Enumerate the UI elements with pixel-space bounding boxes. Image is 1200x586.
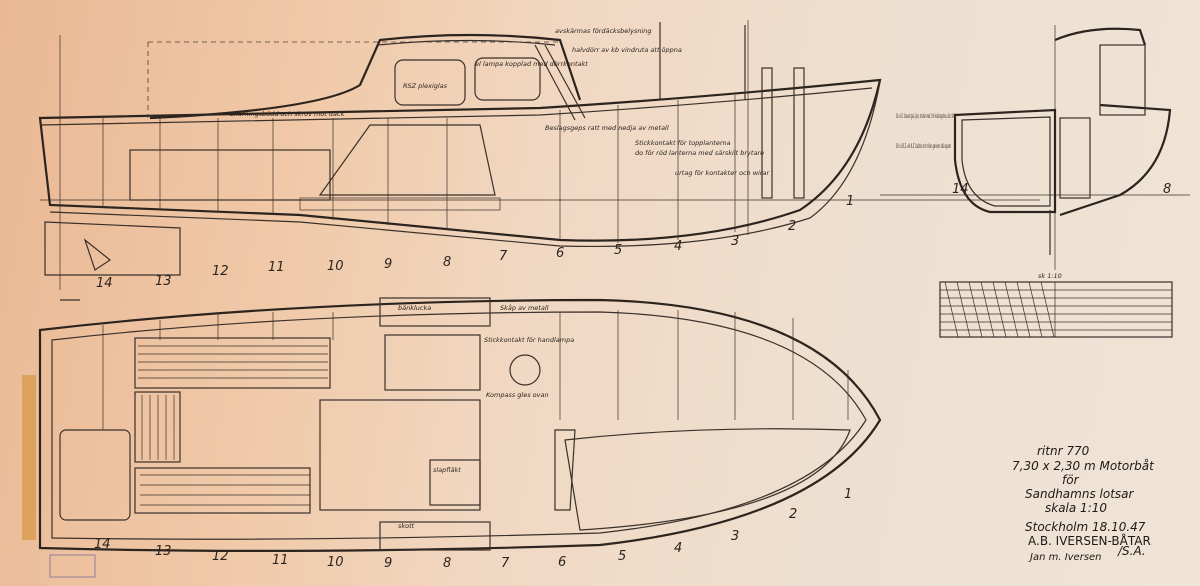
drawing-label: Skarningsbädd och skrov mot däck: [230, 110, 345, 118]
drawing-label: Jan m. Iversen: [1028, 552, 1102, 563]
section-view: [880, 25, 1190, 338]
drawing-label: skala 1:10: [1045, 501, 1107, 515]
drawing-label: 9: [384, 257, 392, 272]
drawing-label: A.B. IVERSEN-BÅTAR: [1028, 533, 1151, 548]
profile-view: [38, 20, 1040, 301]
drawing-label: skott: [398, 522, 415, 530]
drawing-label: 14: [94, 537, 111, 552]
drawing-label: 3: [731, 234, 739, 249]
drawing-label: 7,30 x 2,30 m Motorbåt: [1012, 459, 1155, 473]
drawing-label: do för röd lanterna med särskilt brytare: [635, 149, 764, 157]
drawing-label: halvdörr av kb vindruta att öppna: [572, 46, 682, 54]
drawing-label: 11: [268, 260, 285, 275]
drawing-label: 9: [384, 556, 392, 571]
drawing-label: 6: [556, 246, 564, 261]
plan-station-numbers: 1 2 3 4 5 6 7 8 9 10 11 12 13 14: [94, 487, 852, 571]
drawing-label: 3: [731, 529, 739, 544]
title-block: ritnr 770 7,30 x 2,30 m Motorbåt för San…: [1012, 444, 1155, 563]
drawing-label: 5: [614, 243, 622, 258]
drawing-label: 2: [788, 219, 796, 234]
drawing-label: slapfläkt: [433, 466, 461, 474]
drawing-label: bänklucka: [398, 304, 431, 312]
drawing-label: 4: [674, 239, 682, 254]
plan-view: [38, 297, 882, 552]
drawing-label: Skåp av metall: [500, 303, 549, 312]
drawing-label: 13: [155, 274, 172, 289]
drawing-label: Stockholm 18.10.47: [1025, 520, 1146, 534]
drawing-label: urtag för kontakter och wirar: [675, 169, 770, 177]
plan-notes: bänklucka Skåp av metall Stickkontakt fö…: [398, 303, 574, 530]
drawing-label: 5: [618, 549, 626, 564]
drawing-label: 11: [272, 553, 289, 568]
drawing-label: Kompass gles ovan: [486, 391, 549, 399]
profile-station-numbers: 1 2 3 4 5 6 7 8 9 10 11 12 13 14: [96, 194, 854, 291]
drawing-label: 7: [501, 556, 510, 571]
drawing-label: 13: [155, 544, 172, 559]
drawing-label: 1: [846, 194, 854, 209]
drawing-label: 6: [558, 555, 566, 570]
stamp: [49, 554, 96, 578]
drawing-label: 2: [789, 507, 797, 522]
drawing-label: 14: [96, 276, 113, 291]
drawing-label: Beslagsgeps ratt med nedja av metall: [545, 124, 669, 132]
drawing-label: RSZ plexiglas: [403, 82, 448, 90]
drawing-label: el lampa kopplad med dörrkontakt: [475, 60, 588, 68]
tape-strip: [22, 375, 36, 540]
drawing-label: Stickkontakt för handlampa: [484, 336, 574, 344]
drawing-label: 10: [327, 555, 344, 570]
drawing-label: avskärmas fördäcksbelysning: [555, 27, 652, 35]
drawing-label: för: [1062, 473, 1080, 487]
drawing-label: Sandhamns lotsar: [1025, 487, 1135, 501]
drawing-label: /S.A.: [1117, 544, 1146, 558]
drawing-label: 10: [327, 259, 344, 274]
drawing-label: 8: [443, 556, 451, 571]
section-station-left: 14: [952, 182, 969, 197]
profile-notes: avskärmas fördäcksbelysning el lampa kop…: [230, 27, 770, 177]
drawing-label: 7: [499, 249, 508, 264]
section-note-2: 50 x 50 Z. ek 8 Z. bultar och nitar geno…: [896, 142, 951, 150]
drawing-label: 8: [443, 255, 451, 270]
drawing-label: 12: [212, 549, 229, 564]
section-note-1: 30 x 6 Z. Grovatt galv. järn, struket me…: [896, 112, 956, 120]
section-station-right: 8: [1163, 182, 1171, 197]
drawing-label: Stickkontakt för topplanterna: [635, 139, 731, 147]
drawing-label: 1: [844, 487, 852, 502]
section-scale-label: sk 1:10: [1038, 272, 1062, 280]
drawing-label: ritnr 770: [1037, 444, 1090, 458]
drawing-label: 12: [212, 264, 229, 279]
drawing-label: 4: [674, 541, 682, 556]
